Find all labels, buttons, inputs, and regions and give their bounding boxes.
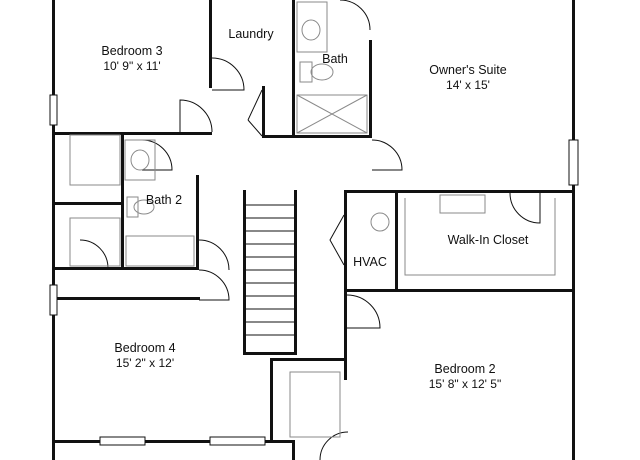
wall-hvac-left [344, 190, 347, 292]
door-bath2 [141, 139, 173, 171]
closet-island [439, 194, 486, 214]
door-bedroom2-lower [319, 431, 349, 460]
toilet-bowl-bath2 [133, 199, 155, 215]
room-label-hvac: HVAC [347, 255, 393, 270]
wall-bedroom4-right [270, 358, 273, 440]
shelf-closet-lower [69, 217, 121, 267]
room-label-laundry: Laundry [220, 27, 282, 42]
window-bedroom4-side [49, 284, 58, 316]
room-size: 10' 9" x 11' [103, 59, 161, 73]
room-name: Bedroom 2 [434, 362, 496, 376]
wall-stair-right [294, 190, 297, 355]
room-label-bedroom3: Bedroom 3 10' 9" x 11' [82, 44, 182, 74]
door-bedroom4 [198, 269, 230, 301]
window-bedroom4-bottom-b [209, 436, 266, 446]
wall-hall-right [344, 292, 347, 380]
room-name: Bath 2 [145, 193, 183, 207]
door-bedroom3 [179, 99, 213, 133]
door-closet-lower [79, 239, 109, 269]
room-size: 15' 2" x 12' [115, 356, 175, 370]
wall-bedroom3-right [209, 0, 212, 88]
door-owners-suite [371, 139, 403, 171]
room-label-bath2: Bath 2 [140, 193, 188, 208]
room-size: 14' x 15' [446, 78, 490, 92]
room-name: Bedroom 3 [101, 44, 163, 58]
wall-bedroom3-left [52, 0, 55, 135]
doors [79, 0, 541, 460]
door-bath2-hall [198, 239, 230, 271]
room-label-bedroom4: Bedroom 4 15' 2" x 12' [95, 341, 195, 371]
wall-bath-right [369, 40, 372, 138]
wall-bedroom4-top [52, 297, 200, 300]
room-label-bedroom2: Bedroom 2 15' 8" x 12' 5" [405, 362, 525, 392]
wall-hvac-top [344, 190, 575, 193]
tub-bath2 [125, 235, 195, 267]
shower-owners-bath [296, 94, 368, 134]
wall-hvac-right [395, 190, 398, 292]
room-size: 15' 8" x 12' 5" [428, 377, 502, 391]
door-walk-in-closet [509, 192, 541, 224]
room-label-bath: Bath [314, 52, 356, 67]
wall-closet-bottom [344, 289, 575, 292]
door-bedroom2 [346, 294, 381, 329]
wall-laundry-closet [262, 86, 265, 138]
wall-exterior-right [572, 0, 575, 460]
sink-bath2 [130, 149, 150, 171]
water-heater [370, 212, 390, 232]
room-name: Walk-In Closet [447, 233, 529, 247]
wall-bedroom2-left [292, 440, 295, 460]
wall-bedroom2-closet [270, 358, 347, 361]
door-hvac [329, 214, 345, 266]
wall-closet-divider [52, 202, 124, 205]
wall-bedroom4-bottom [52, 440, 295, 443]
room-name: Laundry [228, 27, 274, 41]
wall-bath2-left [121, 132, 124, 270]
wall-stair-bottom [243, 352, 297, 355]
wall-bath2-bottom [52, 267, 199, 270]
room-name: Owner's Suite [429, 63, 507, 77]
windows [49, 94, 579, 446]
room-label-walk-in-closet: Walk-In Closet [430, 233, 546, 248]
wall-laundry-right [292, 0, 295, 138]
wall-bath2-right [196, 175, 199, 270]
bedroom2-closet-shelf [289, 371, 341, 438]
door-bath [339, 0, 371, 31]
shelf-closet-upper [69, 134, 121, 186]
room-label-owners-suite: Owner's Suite 14' x 15' [412, 63, 524, 93]
toilet-tank-owners-bath [299, 61, 313, 83]
toilet-tank-bath2 [126, 196, 139, 218]
toilet-bowl-owners-bath [310, 63, 334, 81]
door-laundry [211, 57, 245, 91]
sink-owners-bath [301, 19, 321, 41]
window-owners-suite [568, 139, 579, 186]
fixtures [69, 1, 556, 438]
vanity-owners-bath [296, 1, 328, 53]
wall-stair-left [243, 190, 246, 355]
vanity-bath2 [124, 139, 156, 181]
wall-bath2-top [52, 132, 202, 135]
wall-bath-bottom [292, 135, 372, 138]
stairs [246, 204, 294, 336]
window-bedroom3 [49, 94, 58, 126]
door-laundry-closet [247, 89, 263, 137]
room-name: HVAC [353, 255, 387, 269]
room-name: Bath [322, 52, 348, 66]
window-bedroom4-bottom-a [99, 436, 146, 446]
closet-shelving [404, 198, 556, 276]
room-name: Bedroom 4 [114, 341, 176, 355]
wall-laundry-closet-bottom [262, 135, 295, 138]
